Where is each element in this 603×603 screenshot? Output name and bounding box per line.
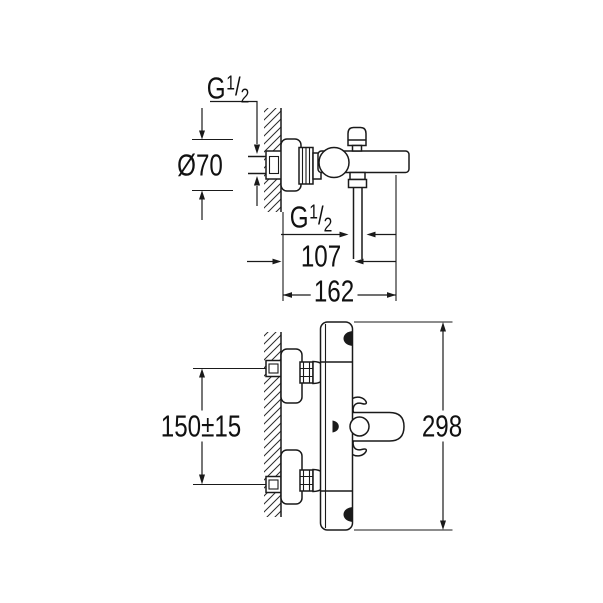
label-hose-thread-slash: / (317, 200, 324, 231)
union-nut-bottom-facets (300, 470, 313, 491)
shower-hose (352, 187, 363, 259)
escutcheon-top (280, 348, 303, 404)
escutcheon-side (280, 138, 302, 192)
union-nut-bottom (299, 469, 314, 492)
wall-nut-top-detail (268, 363, 279, 374)
label-hose-thread: G1/2 (284, 199, 339, 236)
label-150: 150±15 (145, 410, 256, 442)
dim-escutcheon-diameter (192, 108, 233, 220)
diverter-knob-stem (351, 144, 363, 152)
side-view (192, 100, 410, 301)
label-inlet-thread-slash: / (234, 71, 241, 102)
handle-notch-bottom (343, 507, 353, 522)
spout-flare-bottom (352, 440, 368, 457)
label-hose-thread-den: 2 (323, 214, 333, 237)
label-inlet-thread-den: 2 (240, 85, 250, 108)
front-view (193, 321, 453, 531)
label-162: 162 (304, 275, 364, 307)
spout-flare-top (352, 396, 368, 413)
handle-notch-top (343, 331, 353, 346)
label-inlet-thread-g: G (206, 70, 226, 106)
label-escutcheon-diameter: Ø70 (177, 147, 223, 183)
dim-107 (247, 258, 396, 265)
label-298: 298 (412, 410, 472, 442)
spout-shadow (332, 420, 339, 433)
escutcheon-bottom (280, 449, 303, 505)
wall-nut-bottom (265, 475, 282, 494)
label-inlet-thread-num: 1 (226, 72, 235, 95)
valve-circle (318, 146, 350, 179)
wall-hatch-front (264, 332, 281, 517)
union-nut-top-facets (300, 362, 313, 383)
union-nut-top (299, 361, 314, 384)
diverter-knob-cap (347, 126, 367, 147)
wall-nut-bottom-detail (268, 479, 279, 490)
spout-ring (349, 416, 370, 437)
hose-nut (347, 178, 368, 189)
union-ribs-side (301, 147, 311, 184)
label-hose-thread-g: G (289, 199, 309, 235)
label-hose-thread-num: 1 (309, 201, 318, 224)
label-107: 107 (300, 238, 342, 274)
dim-hose-thread (281, 231, 396, 238)
wall-nut-top (265, 359, 282, 378)
hose-outlet (349, 171, 366, 181)
inlet-nut (265, 150, 283, 180)
dim-inlet-thread (210, 100, 261, 206)
supply-centerlines (193, 367, 266, 486)
inlet-pipe (248, 155, 266, 175)
inlet-nut-detail (268, 155, 280, 175)
spout-tube (352, 411, 405, 442)
body-seams (320, 361, 353, 492)
label-inlet-thread: G1/2 (201, 70, 256, 107)
